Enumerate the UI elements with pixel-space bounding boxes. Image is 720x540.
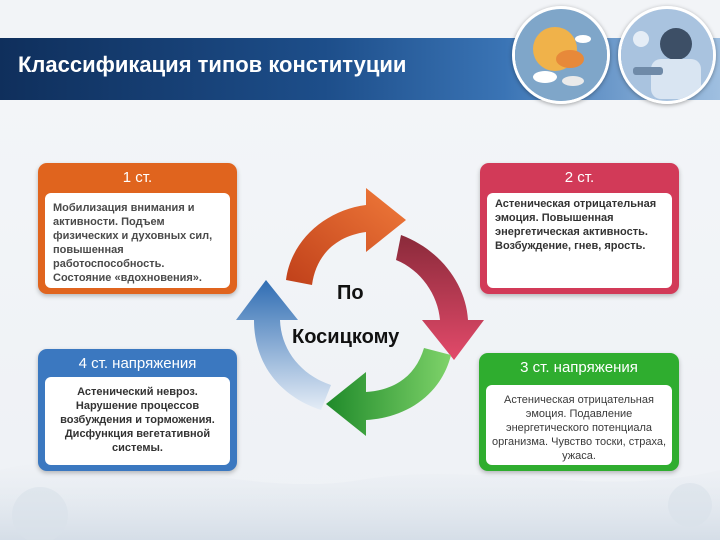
stage-card-3: 3 ст. напряжения Астеническая отрицатель…: [479, 353, 679, 471]
cycle-arrow-orange: [286, 188, 406, 285]
page-title: Классификация типов конституции: [18, 52, 407, 77]
pills-photo-icon: [512, 6, 610, 104]
title-banner: Классификация типов конституции: [0, 38, 720, 100]
center-label-line2: Косицкому: [292, 326, 400, 348]
cycle-arrow-red: [396, 235, 484, 360]
stage-2-text: Астеническая отрицательная эмоция. Повыш…: [487, 193, 672, 288]
stage-card-4: 4 ст. напряжения Астенический невроз. На…: [38, 349, 237, 471]
stage-card-2: 2 ст. Астеническая отрицательная эмоция.…: [480, 163, 679, 294]
stage-1-label: 1 ст.: [122, 169, 153, 186]
stage-4-label: 4 ст. напряжения: [78, 355, 197, 372]
stage-3-label: 3 ст. напряжения: [520, 359, 638, 376]
stage-1-text: Мобилизация внимания и активности. Подъе…: [45, 193, 230, 288]
stage-4-text: Астенический невроз. Нарушение процессов…: [45, 377, 230, 465]
cycle-arrow-green: [326, 348, 451, 436]
cycle-arrow-blue: [236, 280, 331, 410]
center-label-line1: По: [337, 282, 364, 304]
stage-card-1: 1 ст. Мобилизация внимания и активности.…: [38, 163, 237, 294]
doctor-photo-icon: [618, 6, 716, 104]
cycle-diagram: [236, 188, 484, 436]
stage-2-label: 2 ст.: [564, 169, 595, 186]
stage-3-text: Астеническая отрицательная эмоция. Подав…: [486, 385, 672, 465]
